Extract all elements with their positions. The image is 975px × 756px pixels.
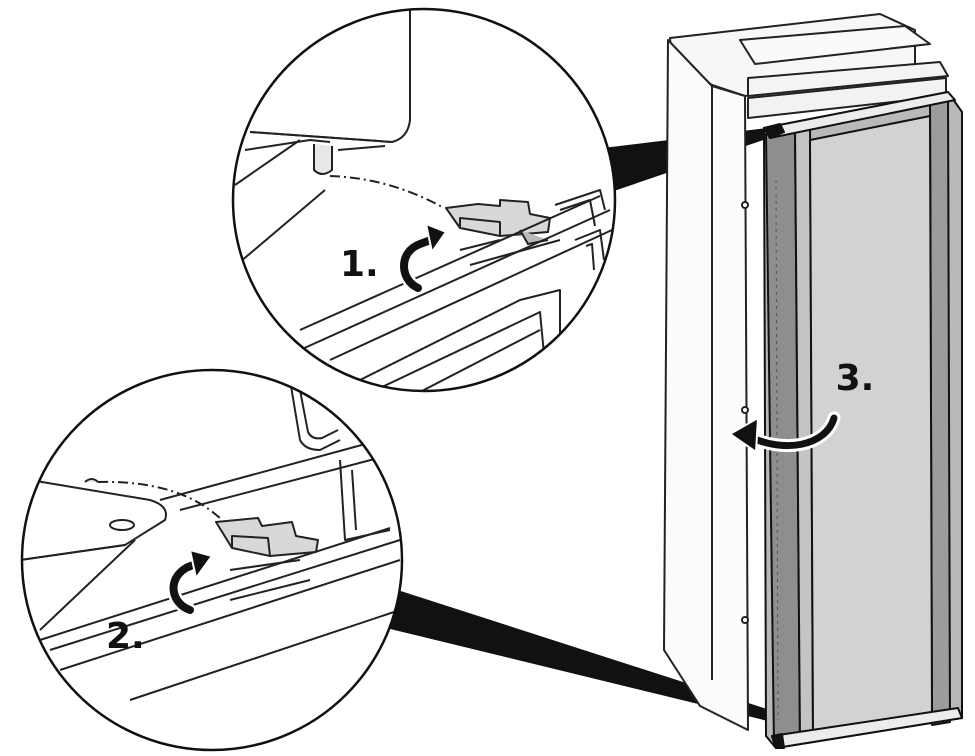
step3-badge: 3. xyxy=(825,344,885,404)
cabinet xyxy=(663,13,949,731)
step3-swing-arrow xyxy=(728,411,841,454)
door xyxy=(763,91,963,749)
callout-wedge-lower xyxy=(374,585,776,722)
step1-rotate-arrow xyxy=(397,222,448,295)
step-1-label: 1. xyxy=(340,244,379,285)
detail-circle-1: 1. xyxy=(231,7,617,393)
step-2-label: 2. xyxy=(106,616,145,657)
detail-circle-2: 2. xyxy=(20,368,404,752)
step2-rotate-arrow xyxy=(167,548,214,617)
step-3-label: 3. xyxy=(836,358,875,399)
